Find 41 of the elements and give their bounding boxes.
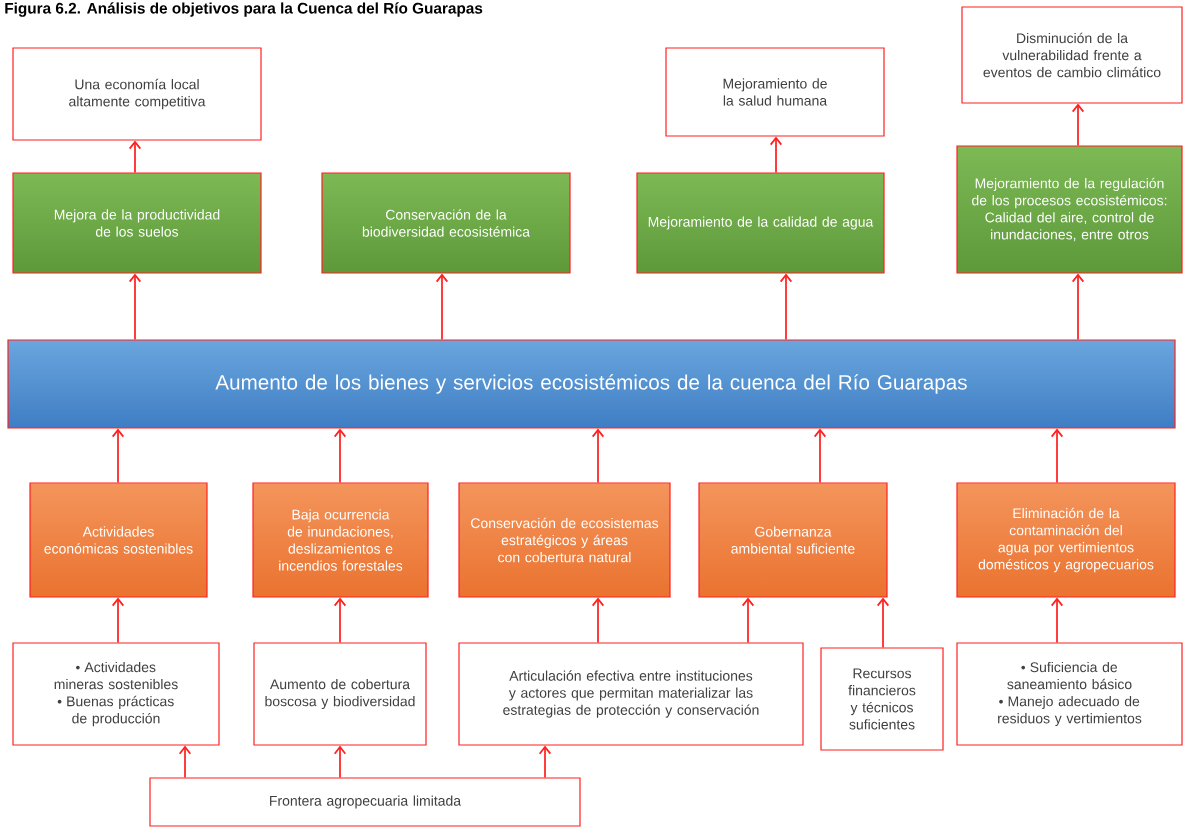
figure-title: Figura 6.2. Análisis de objetivos para la Cuenca del Río Guarapas [5, 2, 483, 17]
central-objective-band: Aumento de los bienes y servicios ecosistémicos de la cuenca del Río Guarapas [7, 339, 1176, 429]
arrow [779, 273, 793, 341]
arrow [769, 136, 783, 174]
arrow [435, 273, 449, 341]
arrow [876, 597, 890, 649]
arrow [1050, 597, 1064, 644]
arrow [591, 428, 605, 484]
end-box: Una economía local altamente competitiva [12, 47, 262, 141]
arrow [591, 597, 605, 644]
arrow [333, 428, 347, 484]
cause-box: Suficiencia de saneamiento básico Manejo adecuado de residuos y vertimientos [956, 642, 1183, 746]
arrow [178, 745, 192, 779]
arrow [333, 597, 347, 644]
arrow [333, 745, 347, 779]
cause-box: Articulación efectiva entre instituciones y actores que permitan materializar las estrategias de protección y conservación [458, 642, 804, 746]
means-box: Conservación de ecosistemas estratégicos y áreas con cobertura natural [458, 482, 671, 598]
arrow [128, 273, 142, 341]
cause-box: Recursos financieros y técnicos suficientes [820, 647, 944, 751]
arrow [1050, 428, 1064, 484]
arrow [1071, 103, 1085, 147]
means-box: Baja ocurrencia de inundaciones, deslizamientos e incendios forestales [252, 482, 429, 598]
arrow [813, 428, 827, 484]
cause-box: Actividades mineras sostenibles Buenas prácticas de producción [12, 642, 220, 746]
end-box: Mejoramiento de la salud humana [665, 47, 885, 137]
arrow [1071, 273, 1085, 341]
arrow [741, 597, 755, 644]
cause-box: Frontera agropecuaria limitada [149, 777, 581, 827]
objective-box: Mejoramiento de la regulación de los procesos ecosistémicos: Calidad del aire, control de inundaciones, entre otros [956, 145, 1183, 274]
means-box: Actividades económicas sostenibles [29, 482, 208, 598]
objective-box: Mejora de la productividad de los suelos [12, 172, 262, 274]
cause-box: Aumento de cobertura boscosa y biodiversidad [253, 642, 427, 746]
arrow [538, 745, 552, 779]
end-box: Disminución de la vulnerabilidad frente a eventos de cambio climático [961, 6, 1183, 104]
arrow [111, 428, 125, 484]
means-box: Gobernanza ambiental suficiente [698, 482, 888, 598]
objective-box: Mejoramiento de la calidad de agua [636, 172, 885, 274]
objective-box: Conservación de la biodiversidad ecosistémica [321, 172, 571, 274]
arrow [128, 140, 142, 174]
arrow [111, 597, 125, 644]
means-box: Eliminación de la contaminación del agua por vertimientos domésticos y agropecuarios [956, 482, 1176, 598]
